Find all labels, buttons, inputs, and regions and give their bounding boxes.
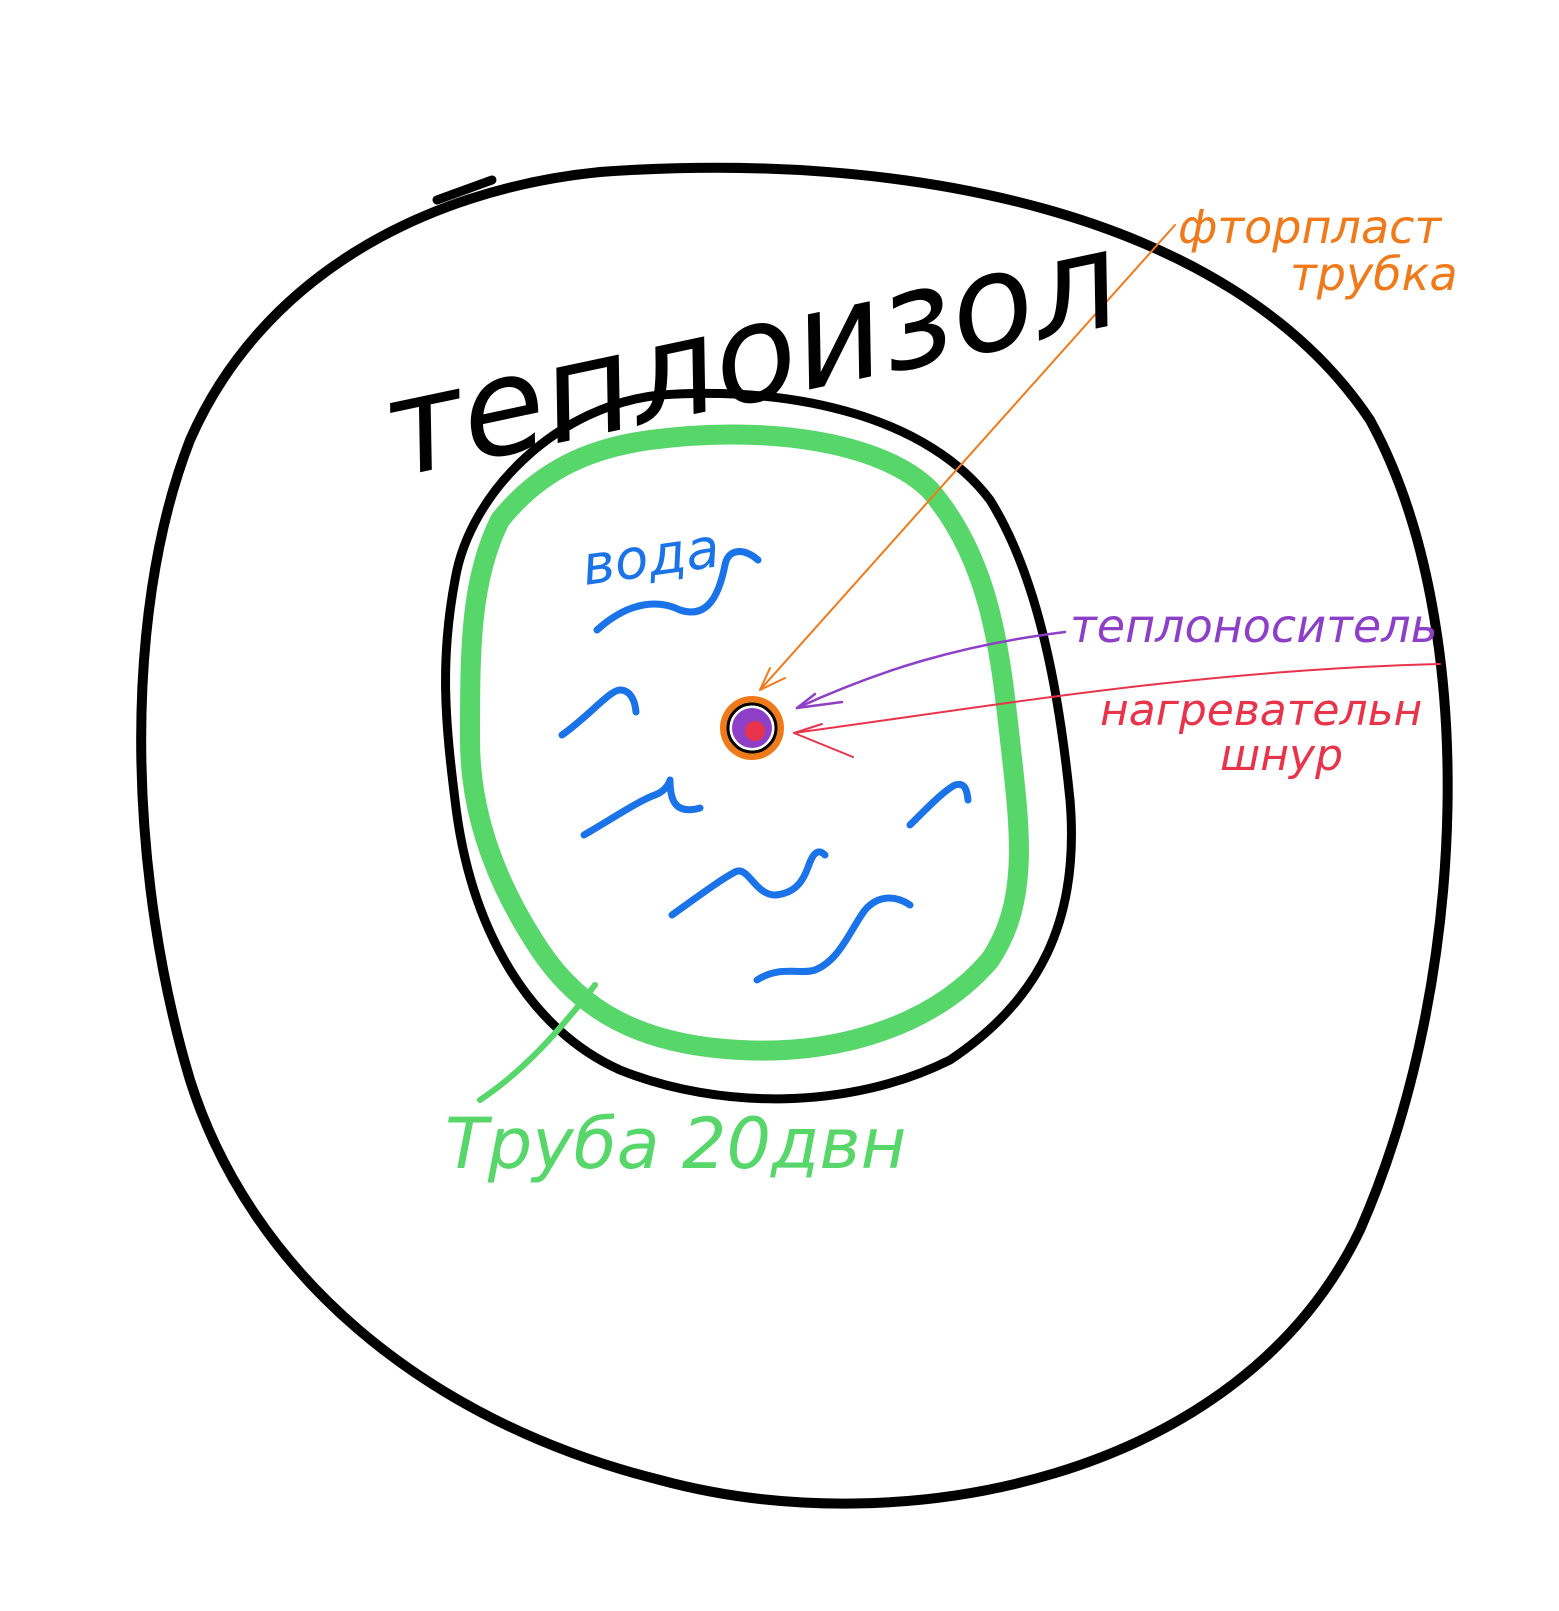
water-wave bbox=[593, 548, 762, 634]
label-heating-cord-line1: нагревательн bbox=[1100, 685, 1422, 736]
label-heating-cord-line2: шнур bbox=[1220, 730, 1343, 781]
insulation-inner-ring bbox=[441, 388, 1076, 1104]
water-waves bbox=[558, 548, 972, 984]
label-fluoroplastic-line1: фторпласт bbox=[1178, 200, 1442, 254]
heating-cord bbox=[745, 721, 765, 741]
leader-pipe bbox=[477, 982, 598, 1103]
water-wave bbox=[753, 894, 914, 984]
water-wave bbox=[668, 848, 829, 919]
insulation-outer-ring-tick bbox=[432, 175, 497, 205]
pipe-wall bbox=[460, 424, 1029, 1061]
label-insulation: теплоизол bbox=[369, 200, 1133, 509]
leader-heating-cord bbox=[793, 663, 1441, 758]
water-wave bbox=[558, 686, 640, 739]
insulation-outer-ring bbox=[136, 162, 1453, 1509]
label-water: вода bbox=[578, 515, 723, 598]
label-heat-carrier: теплоноситель bbox=[1070, 599, 1438, 653]
label-fluoroplastic-line2: трубка bbox=[1290, 247, 1458, 301]
label-pipe: Труба 20двн bbox=[445, 1103, 906, 1185]
leader-fluoroplastic bbox=[759, 224, 1176, 691]
leader-heat-carrier bbox=[795, 630, 1067, 710]
water-wave bbox=[580, 776, 704, 839]
water-wave bbox=[906, 780, 972, 829]
